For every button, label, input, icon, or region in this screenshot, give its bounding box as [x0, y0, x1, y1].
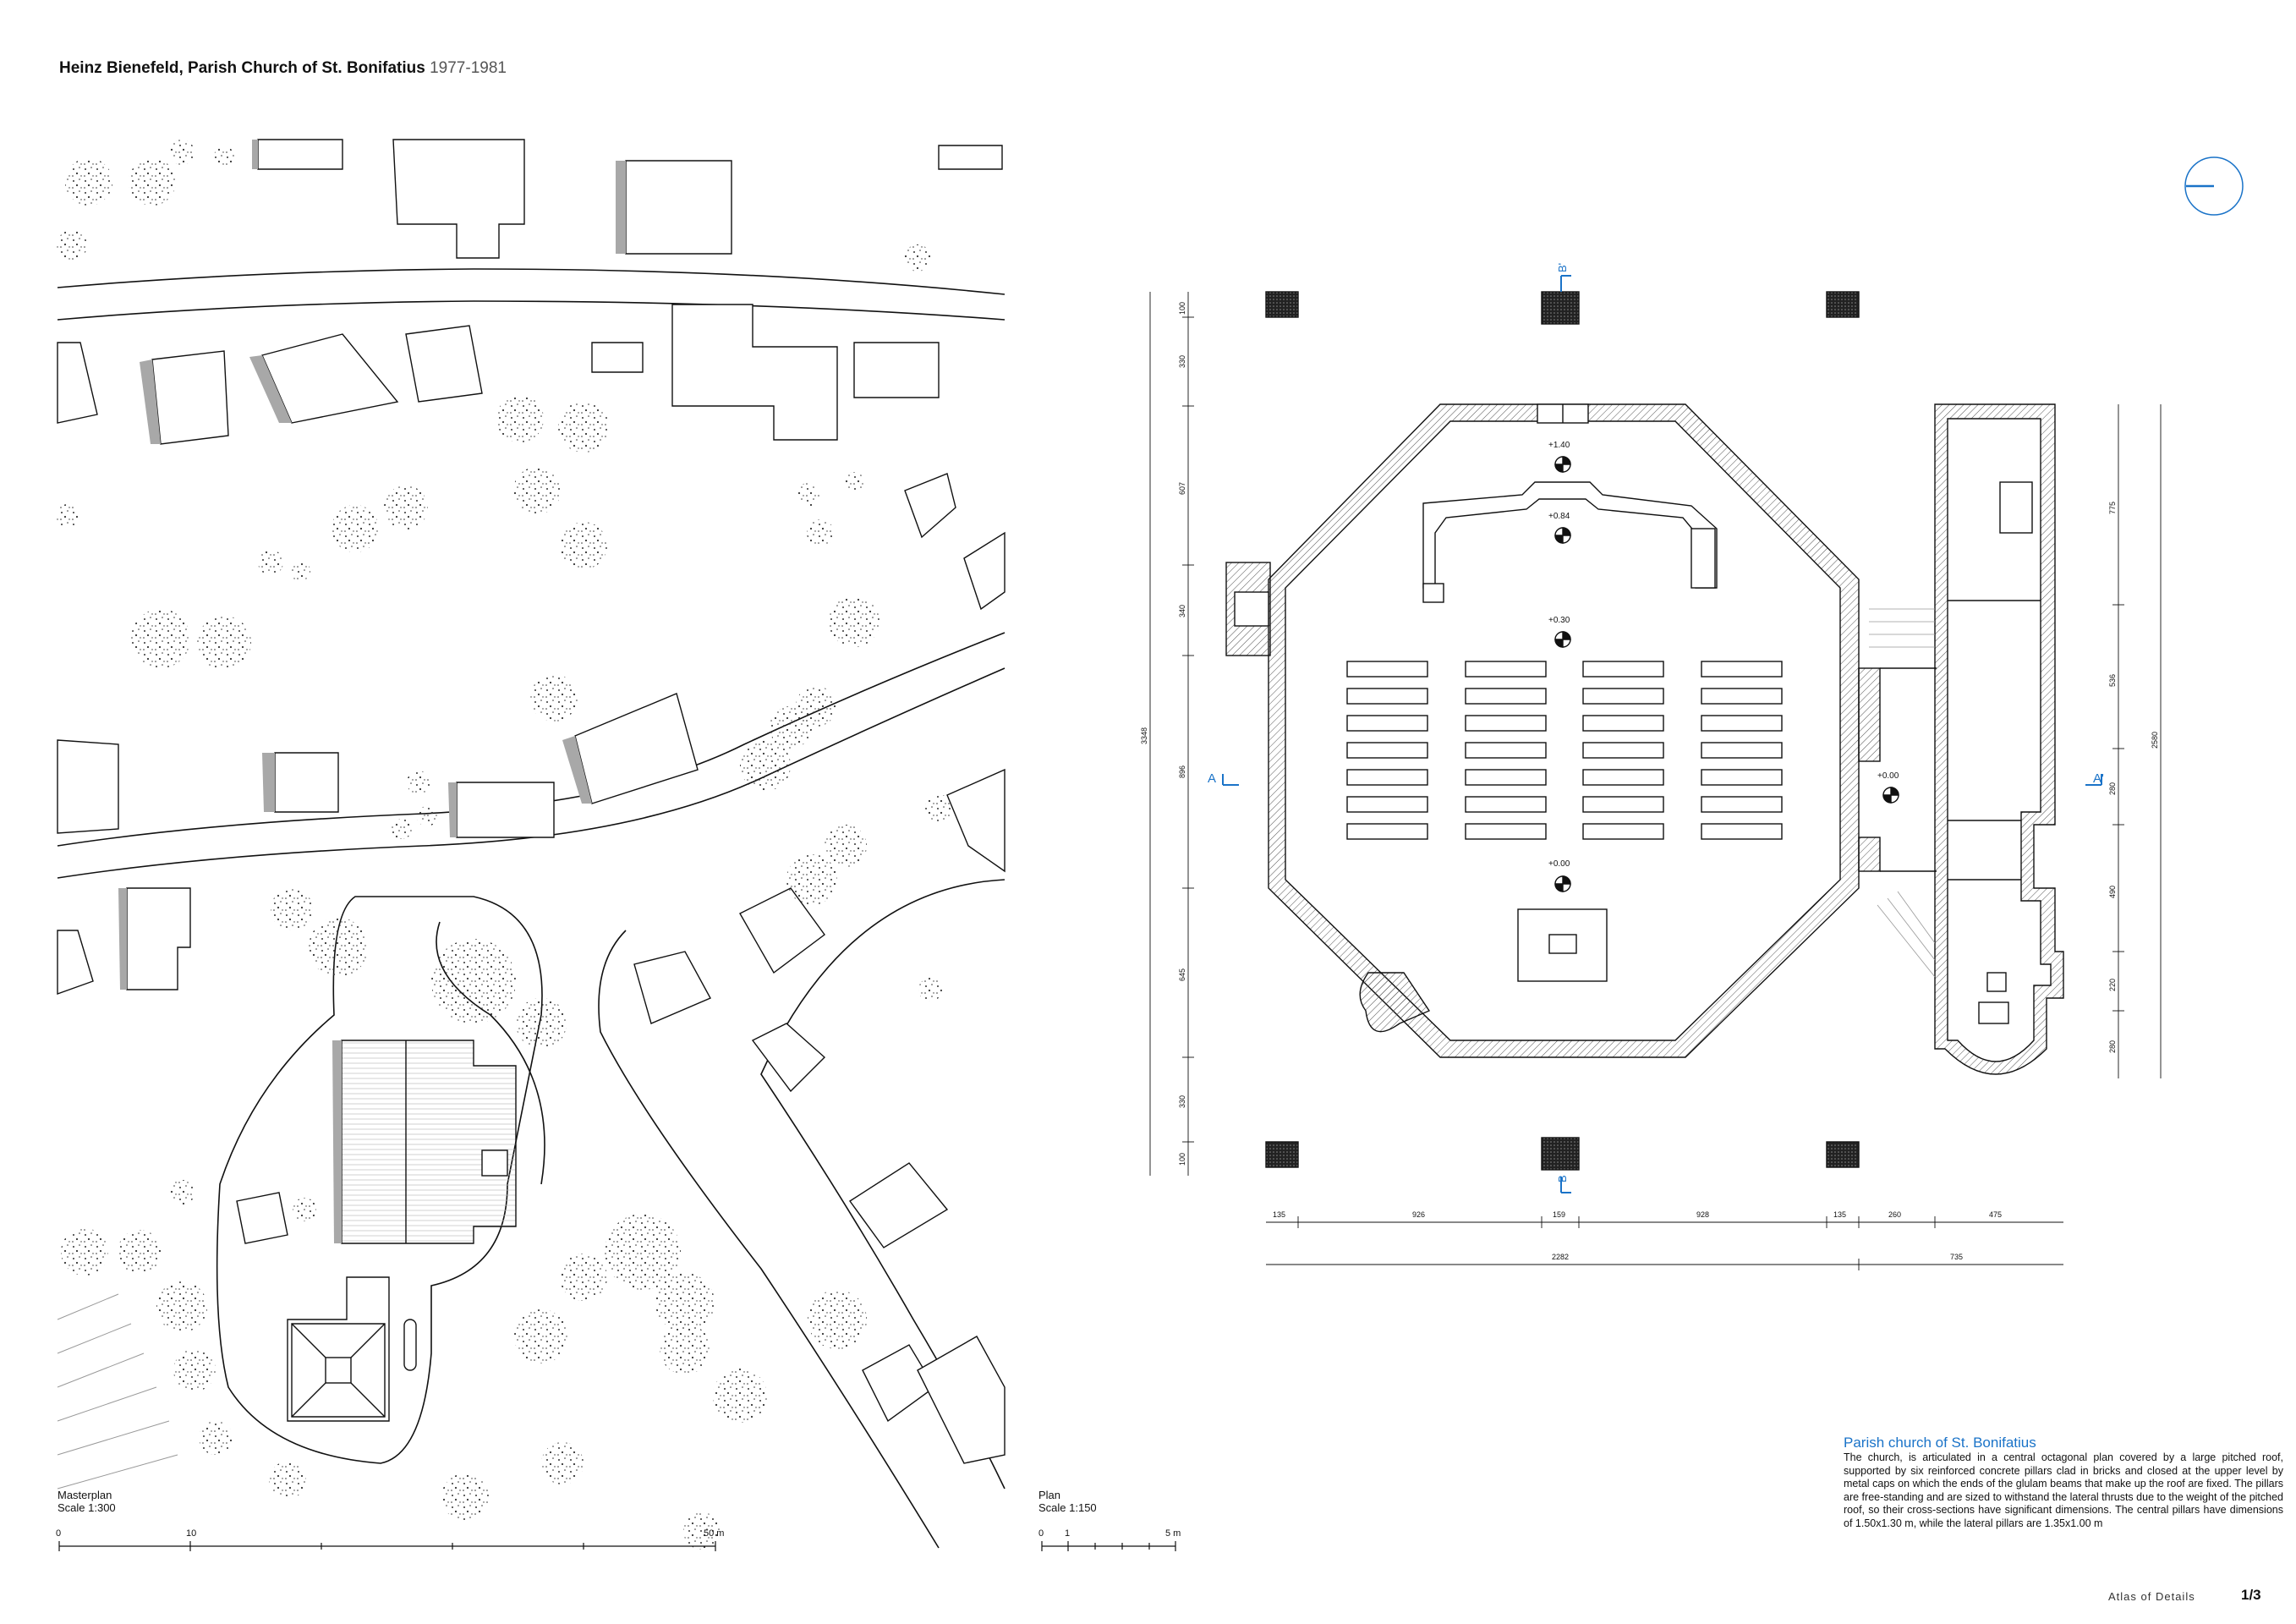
section-mark-a: A	[1208, 771, 1217, 786]
pews	[1346, 661, 1783, 840]
dim-label: 260	[1888, 1210, 1902, 1219]
dimension-lines	[1149, 292, 2162, 1270]
dim-label: 135	[1273, 1210, 1286, 1219]
baptismal-area	[1517, 908, 1608, 982]
church-footprint	[332, 1040, 517, 1244]
octagon-wall	[1268, 403, 1860, 1058]
masterplan-tick-50: 50 m	[704, 1528, 725, 1539]
dim-total-horizontal: 735	[1950, 1253, 1964, 1261]
pillars	[1265, 291, 1860, 1171]
dim-label: 100	[1178, 1152, 1186, 1166]
dim-label: 280	[2108, 782, 2117, 795]
buildings	[57, 139, 1006, 1464]
masterplan-map	[56, 139, 1006, 1550]
plan-tick-1: 1	[1065, 1528, 1071, 1539]
level-markers	[1554, 456, 1899, 892]
dim-label: 926	[1412, 1210, 1426, 1219]
trees	[56, 140, 952, 1550]
steps	[1869, 608, 1936, 978]
road-upper-edge	[57, 300, 1006, 321]
description-body: The church, is articulated in a central …	[1844, 1451, 2283, 1529]
page-title: Heinz Bienefeld, Parish Church of St. Bo…	[59, 59, 507, 78]
masterplan-scalebar	[58, 1541, 716, 1551]
plan-tick-5: 5 m	[1165, 1528, 1181, 1539]
description-title: Parish church of St. Bonifatius	[1844, 1435, 2036, 1451]
dim-label: 645	[1178, 968, 1186, 981]
dim-label: 135	[1833, 1210, 1847, 1219]
road-diagonal	[598, 930, 940, 1549]
dim-label: 280	[2108, 1040, 2117, 1053]
church-ground	[216, 896, 543, 1464]
hall-roof	[287, 1276, 390, 1422]
section-mark-b-prime: B'	[1556, 262, 1569, 272]
masterplan-scale: Scale 1:300	[58, 1501, 116, 1514]
plan-title: Plan	[1038, 1489, 1061, 1501]
plan-tick-0: 0	[1038, 1528, 1044, 1539]
north-arrow-icon	[2184, 156, 2244, 216]
page-number: 1/3	[2241, 1587, 2261, 1603]
plan-scale: Scale 1:150	[1038, 1501, 1097, 1514]
level-label: +0.00	[1548, 859, 1570, 869]
altar-platform	[1422, 481, 1718, 589]
dim-label: 475	[1989, 1210, 2003, 1219]
dim-label: 490	[2108, 885, 2117, 898]
level-label: +0.00	[1877, 771, 1899, 781]
dim-label: 159	[1553, 1210, 1566, 1219]
dim-label: 220	[2108, 978, 2117, 991]
stair-tower	[1359, 972, 1431, 1033]
footer-series: Atlas of Details	[2108, 1590, 2195, 1603]
dim-label: 100	[1178, 301, 1186, 315]
corridor	[1858, 667, 1937, 872]
section-mark-a-prime: A'	[2093, 771, 2104, 786]
dim-label: 775	[2108, 501, 2117, 514]
parking-lines	[57, 1293, 178, 1490]
dim-label: 340	[1178, 604, 1186, 617]
plan-scalebar	[1041, 1541, 1176, 1551]
dim-label: 607	[1178, 481, 1186, 495]
dim-label: 330	[1178, 1095, 1186, 1108]
road-middle	[57, 667, 1006, 879]
dim-total-vertical-right: 2580	[2151, 731, 2159, 749]
dim-label: 330	[1178, 354, 1186, 368]
title-years: 1977-1981	[430, 59, 507, 77]
masterplan-tick-10: 10	[186, 1528, 197, 1539]
title-author: Heinz Bienefeld, Parish Church of St. Bo…	[59, 59, 425, 77]
dim-label: 536	[2108, 673, 2117, 687]
section-lines	[1222, 275, 2102, 1193]
section-mark-b: B	[1556, 1175, 1569, 1182]
level-label: +0.30	[1548, 616, 1570, 625]
annex-wall	[1934, 403, 2064, 1075]
dim-total-vertical: 3348	[1140, 727, 1148, 744]
level-label: +0.84	[1548, 512, 1570, 521]
masterplan-tick-0: 0	[56, 1528, 62, 1539]
level-label: +1.40	[1548, 441, 1570, 450]
road-upper	[57, 268, 1006, 295]
masterplan-label: Masterplan Scale 1:300	[58, 1489, 116, 1514]
dim-total-horizontal: 2282	[1552, 1253, 1570, 1261]
dim-label: 928	[1696, 1210, 1710, 1219]
dim-label: 896	[1178, 765, 1186, 778]
plan-label: Plan Scale 1:150	[1038, 1489, 1097, 1514]
path-loop	[436, 921, 545, 1185]
masterplan-title: Masterplan	[58, 1489, 112, 1501]
church-plan	[1222, 275, 2102, 1193]
